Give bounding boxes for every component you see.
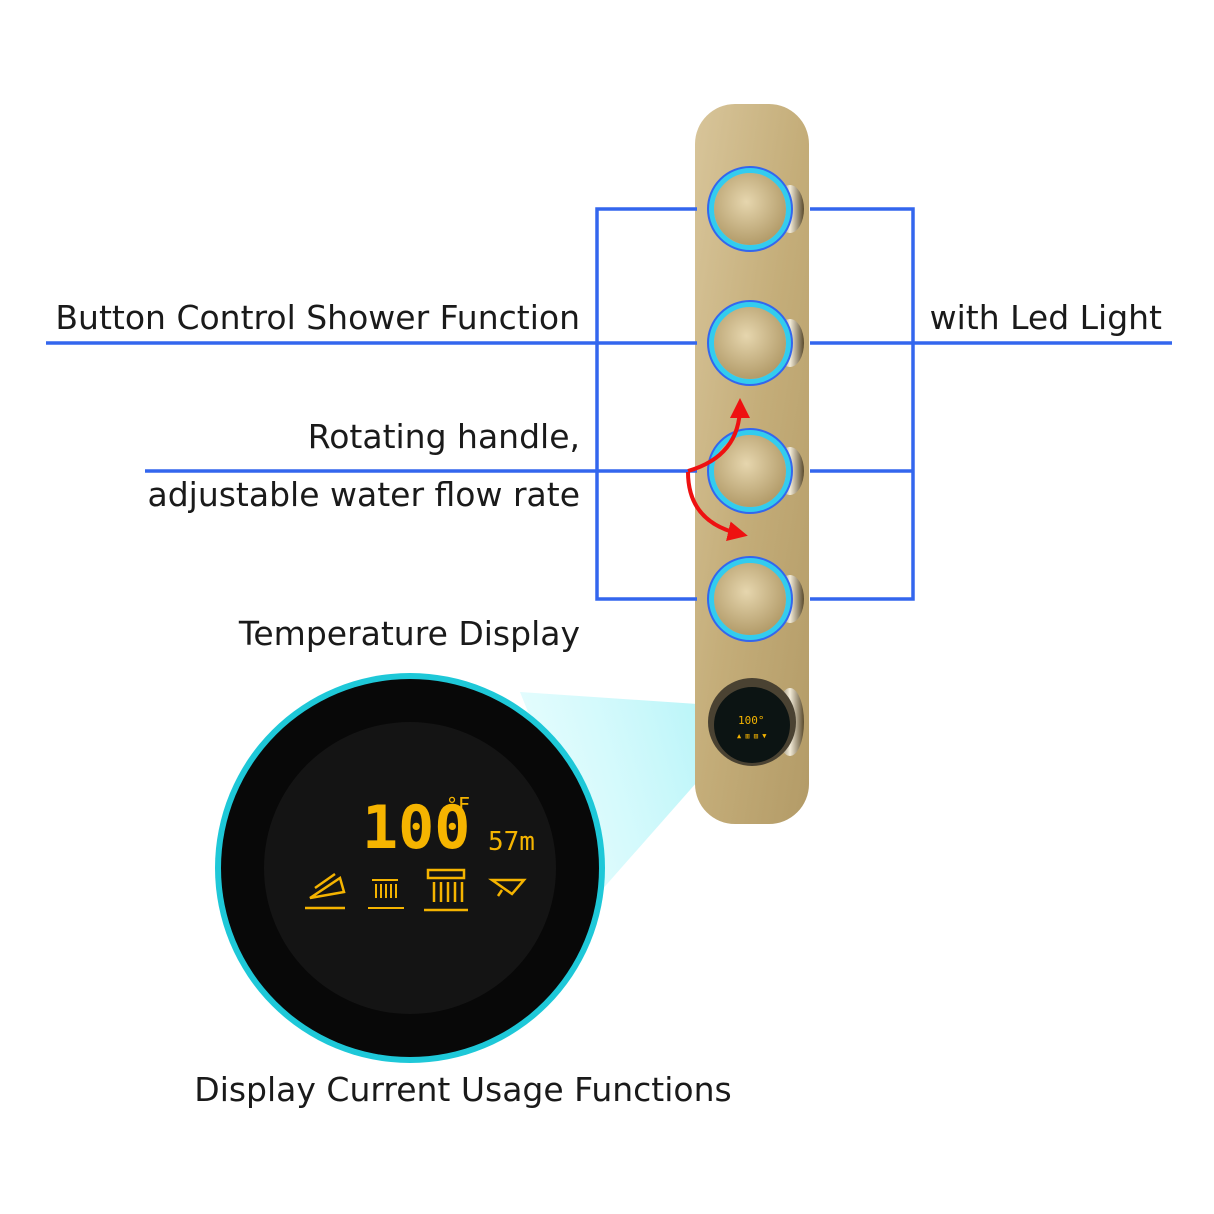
handheld-shower-icon <box>305 872 346 910</box>
rain-shower-small-icon <box>368 879 404 909</box>
zoomed-display <box>215 673 605 1063</box>
leader-lines <box>46 207 1172 601</box>
temperature-unit: °F <box>446 793 470 817</box>
temperature-value: 100 <box>362 793 470 863</box>
timer-readout: 57m <box>488 827 535 857</box>
rotating-handle-label: Rotating handle, <box>308 417 580 456</box>
svg-text:▲ ▥ ▥ ▼: ▲ ▥ ▥ ▼ <box>737 732 767 740</box>
button-2[interactable] <box>707 300 804 386</box>
button-1[interactable] <box>707 166 804 252</box>
rain-shower-large-icon <box>424 868 468 912</box>
button-control-label: Button Control Shower Function <box>55 298 580 337</box>
zoom-beam <box>520 692 712 892</box>
usage-functions-label: Display Current Usage Functions <box>194 1070 731 1109</box>
svg-text:100°: 100° <box>738 714 765 727</box>
temperature-display-label: Temperature Display <box>238 614 580 653</box>
led-light-label: with Led Light <box>930 298 1162 337</box>
waterfall-spout-icon <box>488 878 527 897</box>
rotating-handle-button[interactable] <box>707 428 804 514</box>
button-4[interactable] <box>707 556 804 642</box>
rotation-arrow-icon <box>686 398 750 542</box>
flow-rate-label: adjustable water flow rate <box>147 475 580 514</box>
temperature-knob[interactable]: 100° ▲ ▥ ▥ ▼ <box>708 678 804 766</box>
